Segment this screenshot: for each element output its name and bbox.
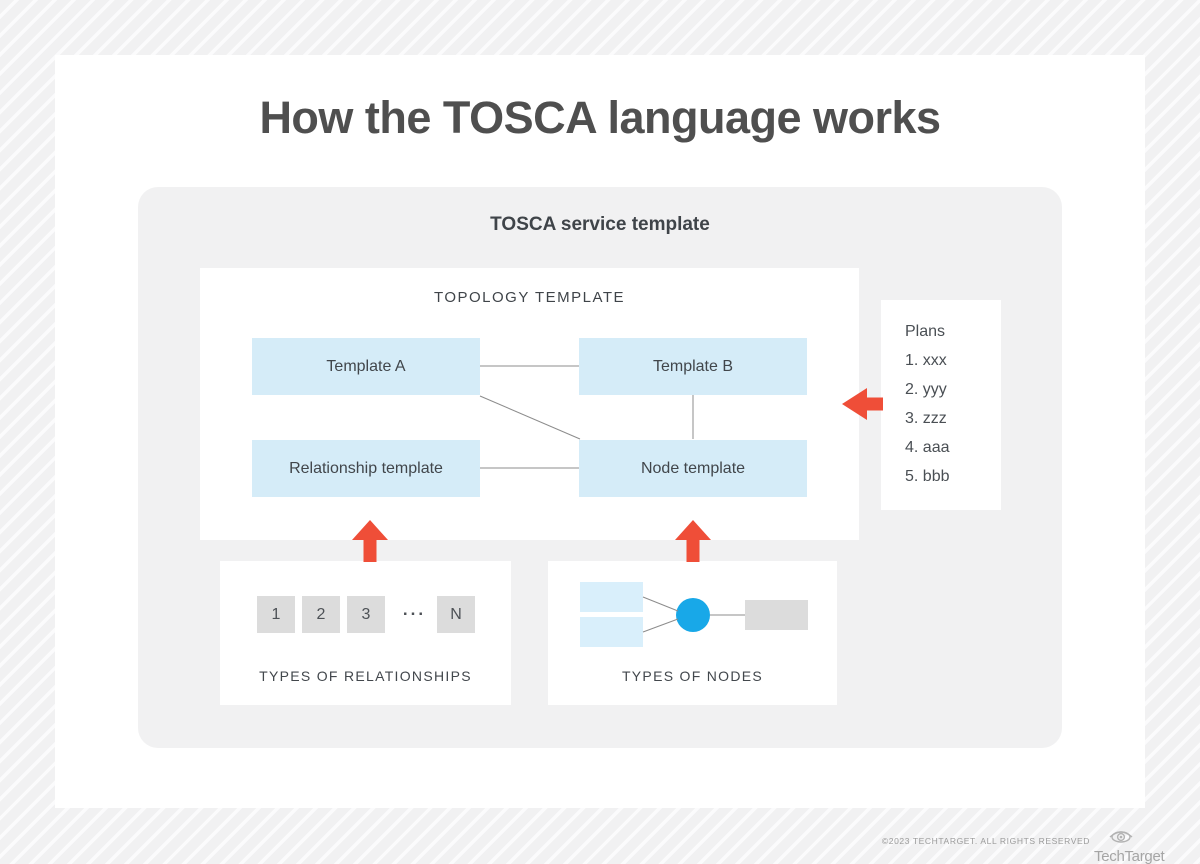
relationship-type-square: N <box>437 596 475 633</box>
topology-template-title: TOPOLOGY TEMPLATE <box>433 289 626 306</box>
relationship-type-square: 2 <box>302 596 340 633</box>
square-label: 3 <box>361 605 371 623</box>
square-label: 1 <box>271 605 281 623</box>
template-b-label: Template B <box>652 357 734 375</box>
node-type-circle-icon <box>676 598 710 632</box>
relationship-template-label: Relationship template <box>289 459 443 477</box>
relationship-type-square: 1 <box>257 596 295 633</box>
node-template-label: Node template <box>640 459 746 477</box>
brand-name: TechTarget <box>1094 848 1165 864</box>
techtarget-logo: TechTarget <box>1094 828 1165 864</box>
footer: ©2023 TECHTARGET. ALL RIGHTS RESERVED Te… <box>0 828 1165 864</box>
square-label: 2 <box>316 605 326 623</box>
plans-item: 1. xxx <box>905 352 947 369</box>
service-template-title: TOSCA service template <box>490 214 710 235</box>
types-of-relationships-box <box>220 561 511 705</box>
node-type-capability-rect <box>580 617 643 647</box>
node-type-property-rect <box>745 600 808 630</box>
template-b-box: Template B <box>579 338 807 395</box>
plans-item: 4. aaa <box>905 439 950 456</box>
plans-box: Plans 1. xxx 2. yyy 3. zzz 4. aaa 5. bbb <box>881 300 1001 510</box>
template-a-label: Template A <box>326 357 406 375</box>
topology-template-box <box>200 268 859 540</box>
relationship-template-box: Relationship template <box>252 440 480 497</box>
plans-item: 5. bbb <box>905 468 950 485</box>
eye-icon <box>1109 831 1133 843</box>
page-title: How the TOSCA language works <box>259 92 941 143</box>
plans-title: Plans <box>905 323 946 340</box>
types-of-relationships-label: TYPES OF RELATIONSHIPS <box>259 668 472 684</box>
plans-item: 2. yyy <box>905 381 947 398</box>
ellipsis-text: ... <box>402 600 427 619</box>
types-of-nodes-label: TYPES OF NODES <box>621 668 764 684</box>
node-template-box: Node template <box>579 440 807 497</box>
node-type-capability-rect <box>580 582 643 612</box>
copyright-text: ©2023 TECHTARGET. ALL RIGHTS RESERVED <box>881 836 1090 846</box>
relationship-type-square: 3 <box>347 596 385 633</box>
plans-item: 3. zzz <box>905 410 947 427</box>
square-label: N <box>450 605 462 623</box>
template-a-box: Template A <box>252 338 480 395</box>
